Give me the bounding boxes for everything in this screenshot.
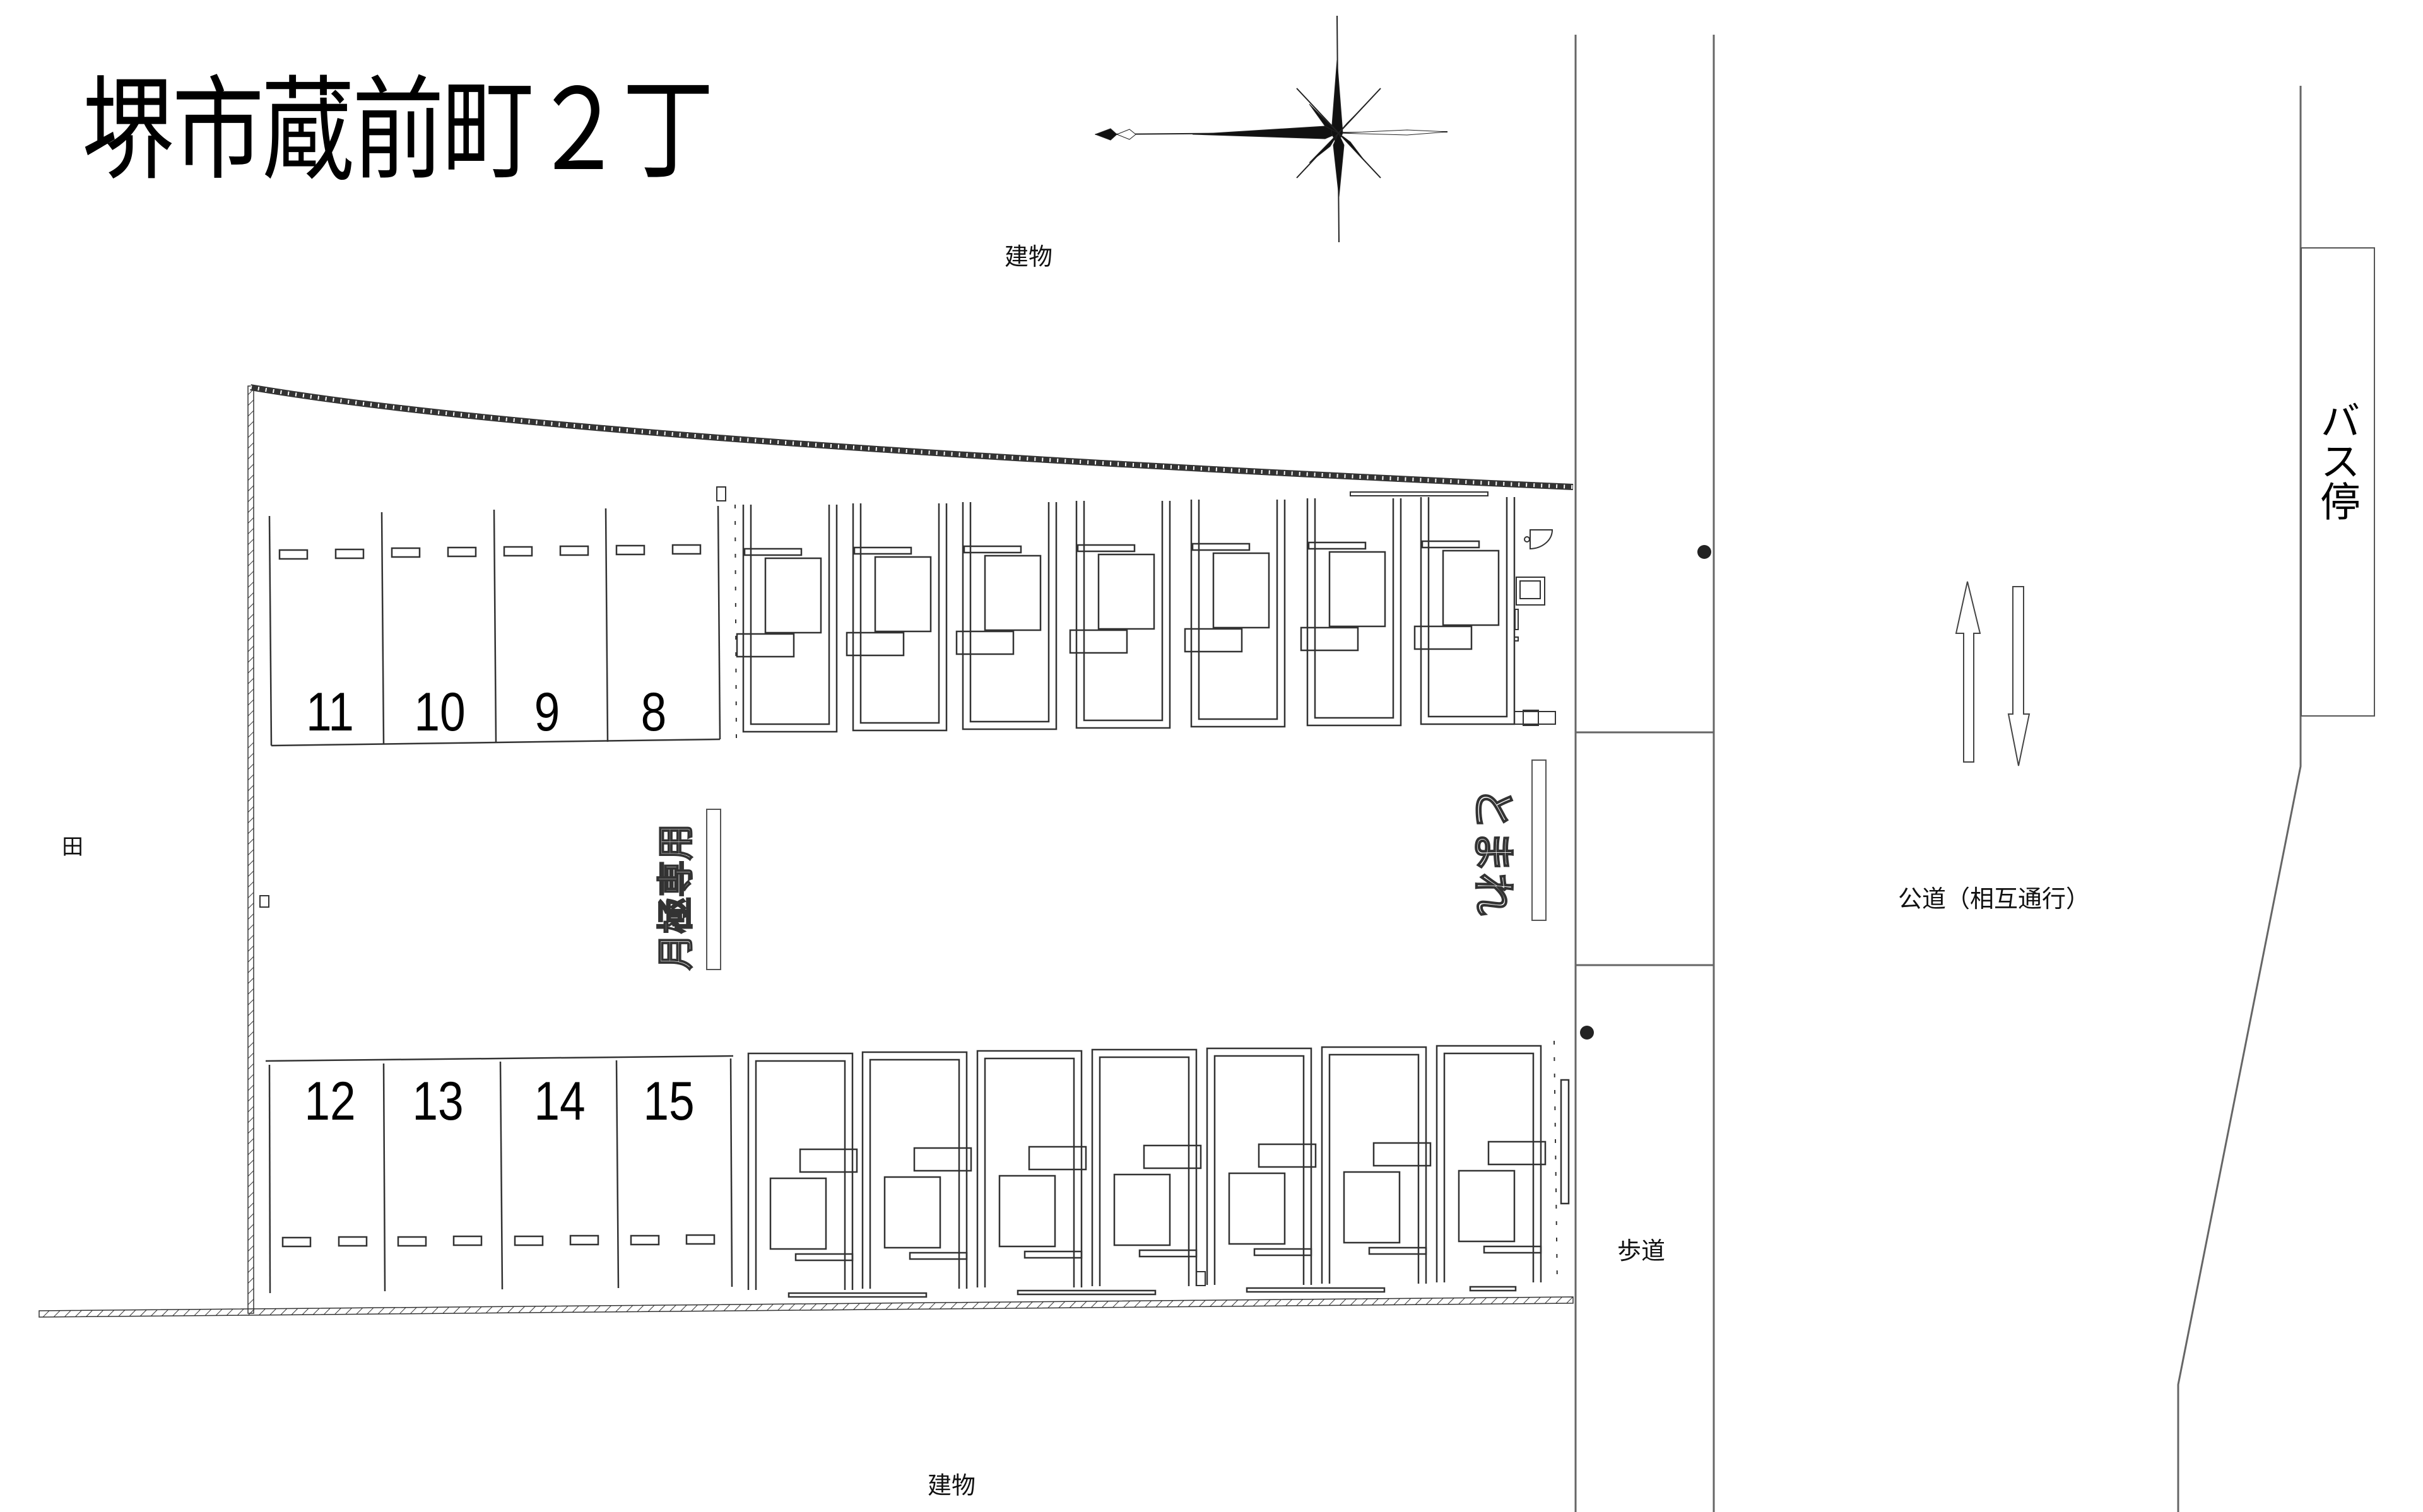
bus-stop: バス停 xyxy=(2301,247,2375,717)
stall-number-15: 15 xyxy=(643,1071,695,1132)
stall-number-11: 11 xyxy=(306,682,354,742)
reserved-marking-bar xyxy=(706,809,721,970)
road-edges xyxy=(1574,35,2302,1512)
stall-number-12: 12 xyxy=(304,1071,356,1132)
bus-stop-label: バス停 xyxy=(2313,400,2360,521)
utility-pole-icon xyxy=(1580,1026,1594,1040)
building-label-bottom: 建物 xyxy=(928,1472,976,1499)
utility-pole-icon xyxy=(1697,545,1711,559)
top-car-stalls xyxy=(268,504,737,747)
top-lock-stalls xyxy=(736,491,1516,733)
building-label-top: 建物 xyxy=(1005,243,1053,271)
stall-number-13: 13 xyxy=(412,1071,464,1132)
payment-machine-icon xyxy=(1514,529,1556,726)
page-title: 堺市蔵前町２丁 xyxy=(82,65,714,196)
bottom-boundary-wall xyxy=(38,1296,1574,1318)
field-label: 田 xyxy=(62,835,83,860)
stop-marking-bar xyxy=(1531,759,1547,921)
stall-number-8: 8 xyxy=(640,682,667,742)
compass-rose-icon xyxy=(1094,15,1448,243)
public-road-label: 公道（相互通行） xyxy=(1898,885,2090,913)
bottom-lock-stalls xyxy=(747,1040,1570,1298)
two-way-traffic-arrows-icon xyxy=(1955,581,2031,766)
sidewalk-label: 歩道 xyxy=(1617,1237,1666,1265)
top-boundary-wall xyxy=(250,384,1574,490)
stall-number-10: 10 xyxy=(414,682,466,742)
stop-marking-text: とまれ xyxy=(1467,786,1518,916)
light-pole-icon xyxy=(259,486,1206,1286)
bottom-car-stalls xyxy=(265,1055,734,1294)
reserved-marking-text: 月極専用 xyxy=(654,823,698,971)
stall-number-9: 9 xyxy=(534,682,560,742)
left-boundary-wall xyxy=(247,385,254,1314)
stall-number-14: 14 xyxy=(534,1071,586,1132)
